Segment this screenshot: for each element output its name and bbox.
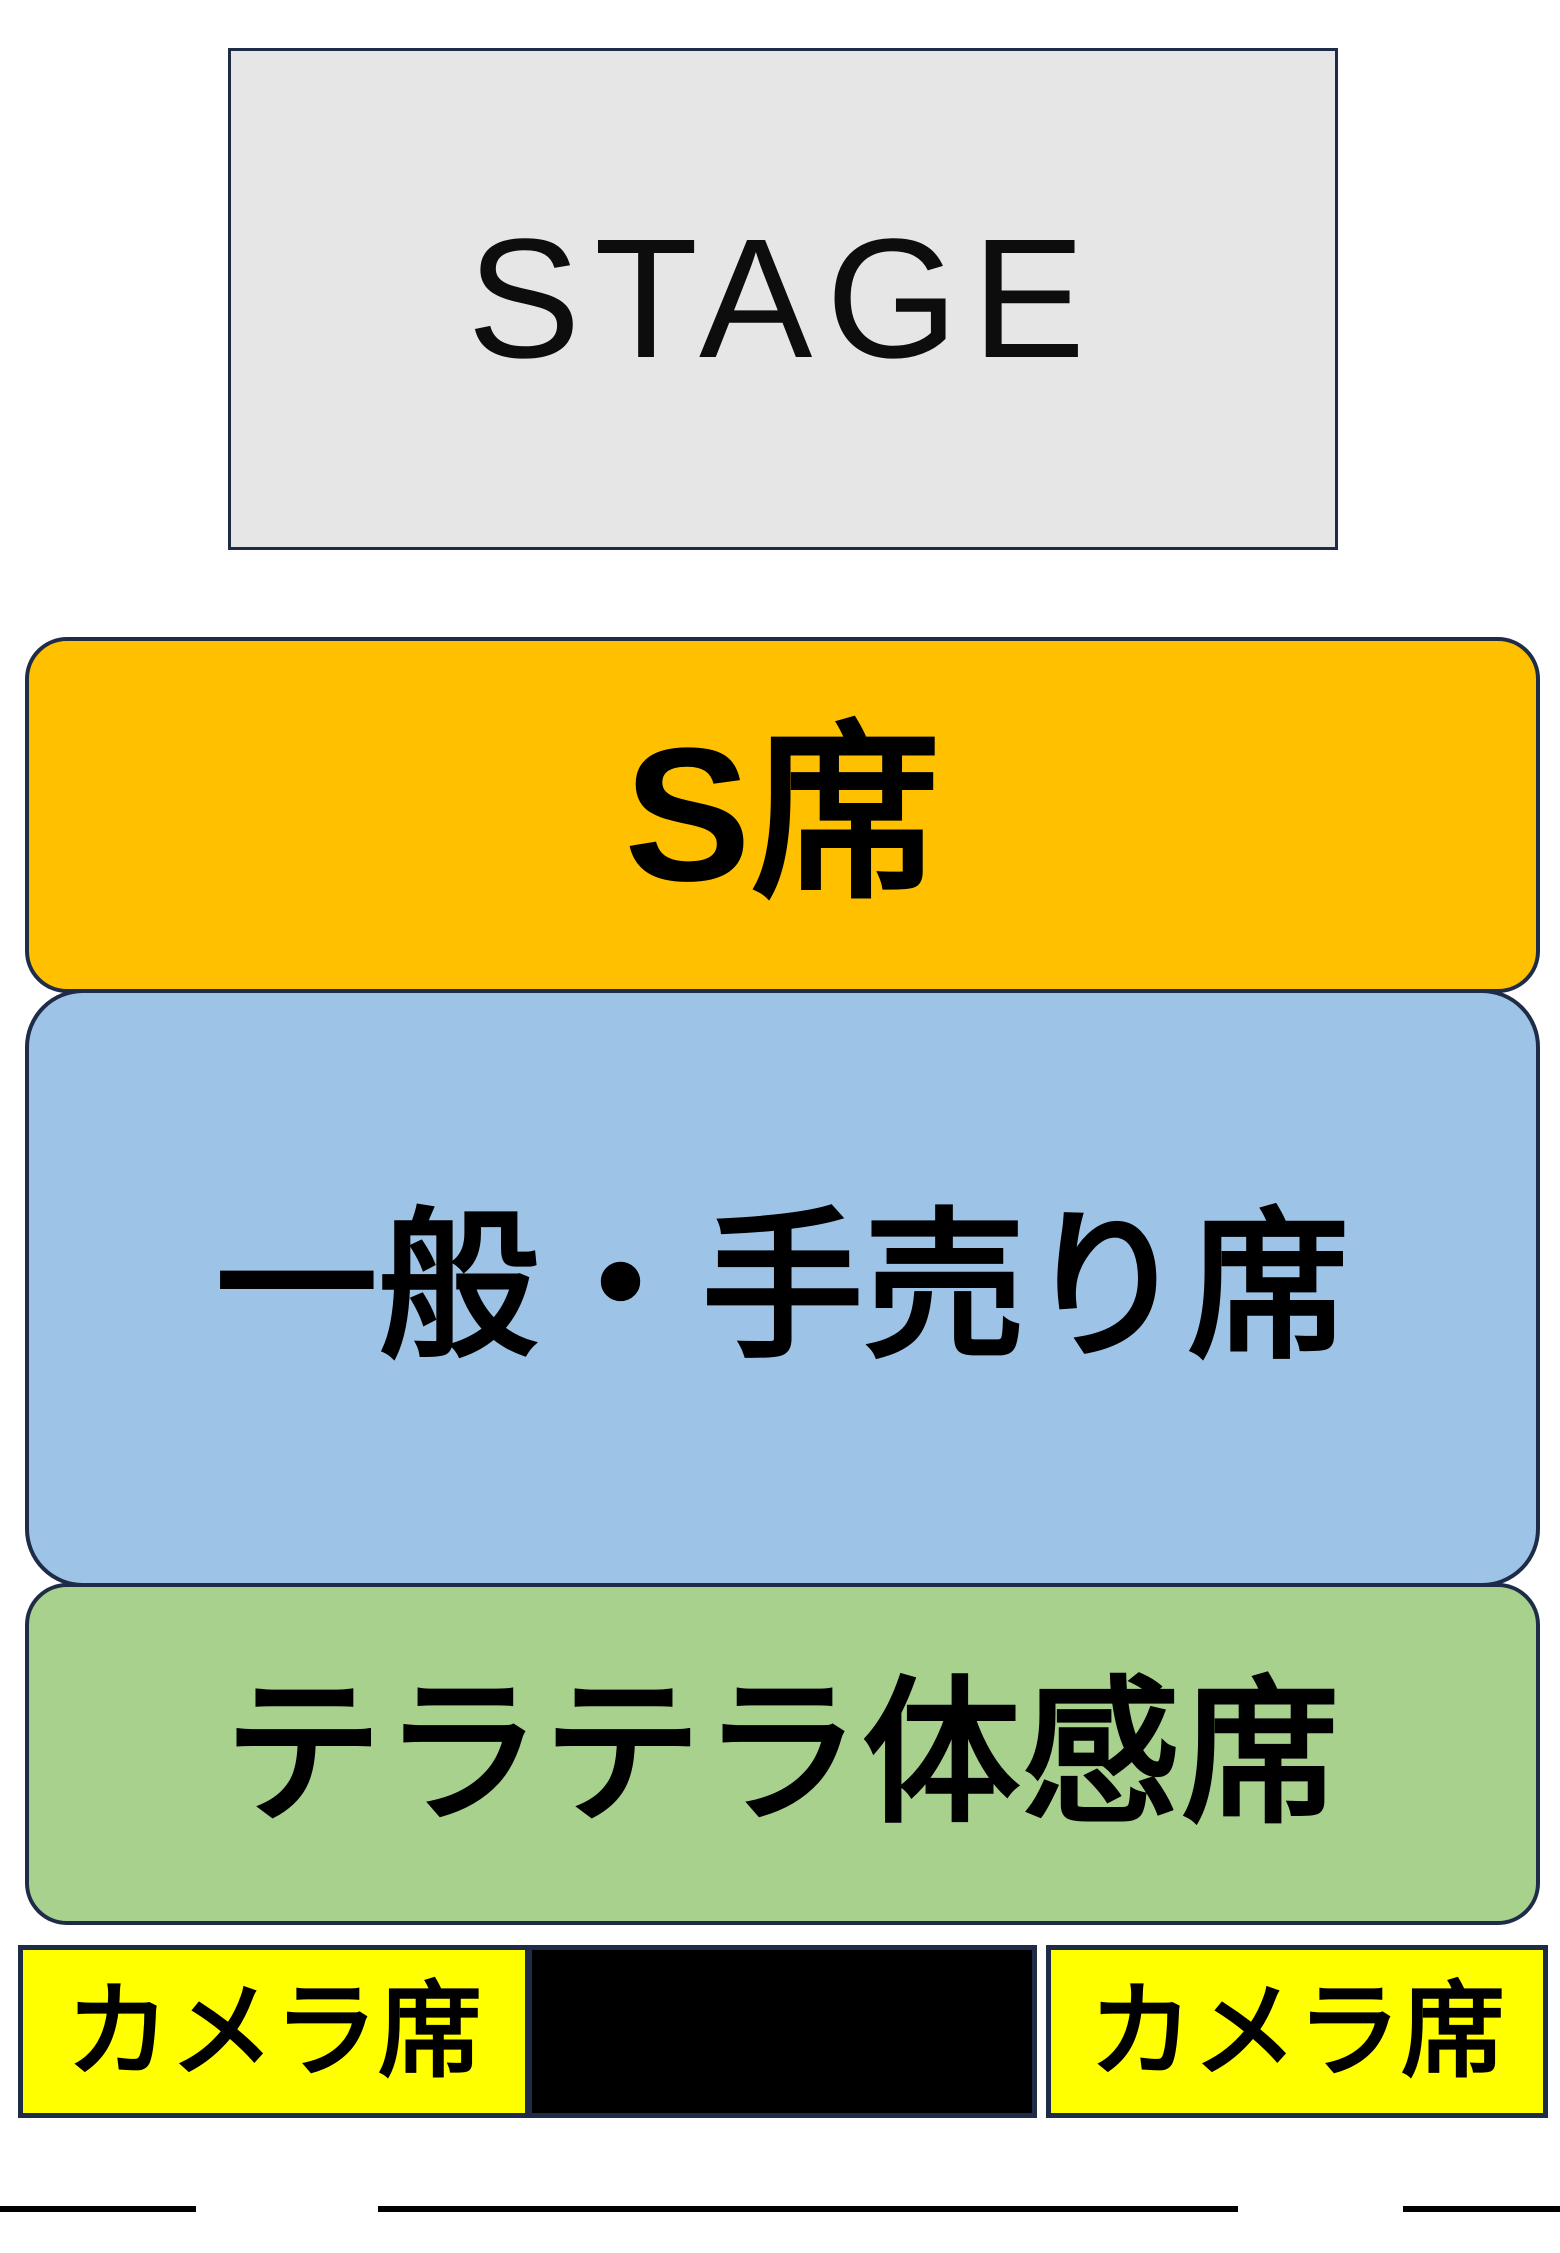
section-general-hand-sold-label: 一般・手売り席	[215, 1197, 1350, 1378]
floor-line-left	[0, 2206, 196, 2212]
camera-seat-right: カメラ席	[1046, 1945, 1548, 2118]
camera-seat-left-label: カメラ席	[65, 1973, 482, 2090]
stage-box: STAGE	[228, 48, 1338, 550]
stage-label: STAGE	[467, 204, 1099, 394]
center-black-block	[527, 1945, 1037, 2118]
floor-line-center	[378, 2206, 1238, 2212]
camera-seat-left: カメラ席	[18, 1945, 530, 2118]
section-terra-terra-taikan-label: テラテラ体感席	[223, 1666, 1342, 1842]
section-s-seat-label: S席	[624, 709, 941, 921]
section-s-seat: S席	[25, 637, 1540, 993]
section-terra-terra-taikan: テラテラ体感席	[25, 1583, 1540, 1925]
camera-seat-right-label: カメラ席	[1088, 1973, 1505, 2090]
floor-line-right	[1403, 2206, 1560, 2212]
section-general-hand-sold: 一般・手売り席	[25, 989, 1540, 1587]
